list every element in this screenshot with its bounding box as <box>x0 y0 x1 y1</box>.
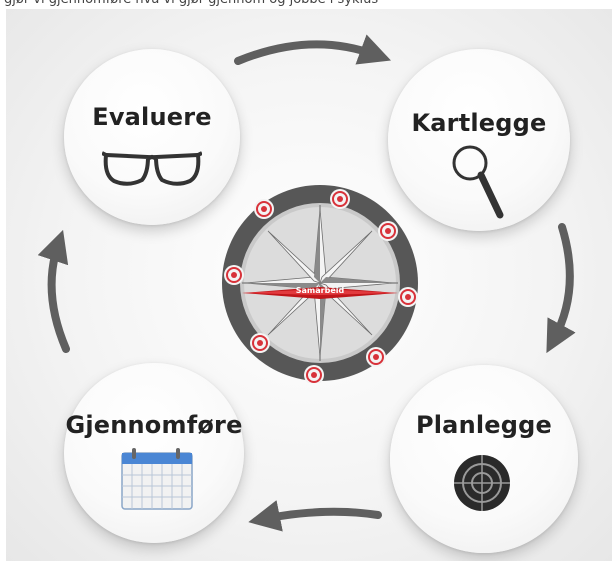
ring-targets <box>224 189 418 383</box>
node-evaluere: Evaluere <box>64 49 240 225</box>
calendar-icon <box>121 448 193 510</box>
compass-rose-icon <box>222 185 418 383</box>
caption-text: gjør vi gjennomføre hva vi gjør gjennom … <box>0 0 615 9</box>
center-label: Samarbeid <box>295 286 345 295</box>
target-icon <box>454 455 510 511</box>
arrow-planlegge-to-gjennomfore <box>248 500 382 532</box>
arrow-kartlegge-to-planlegge <box>546 223 576 354</box>
node-planlegge: Planlegge <box>390 365 578 553</box>
cycle-arrows <box>37 34 576 532</box>
node-label-planlegge: Planlegge <box>415 411 553 439</box>
node-label-gjennomfore: Gjennomføre <box>65 411 243 439</box>
node-gjennomfore: Gjennomføre <box>64 363 244 543</box>
arrow-gjennomfore-to-evaluere <box>37 229 70 353</box>
cycle-diagram: Evaluere Kartlegge Planlegge Gjennomføre <box>6 9 612 561</box>
node-label-evaluere: Evaluere <box>92 103 212 131</box>
arrow-evaluere-to-kartlegge <box>234 34 392 65</box>
node-kartlegge: Kartlegge <box>388 49 570 231</box>
glasses-icon <box>102 151 202 186</box>
magnifier-icon <box>452 145 504 219</box>
node-label-kartlegge: Kartlegge <box>411 109 547 137</box>
